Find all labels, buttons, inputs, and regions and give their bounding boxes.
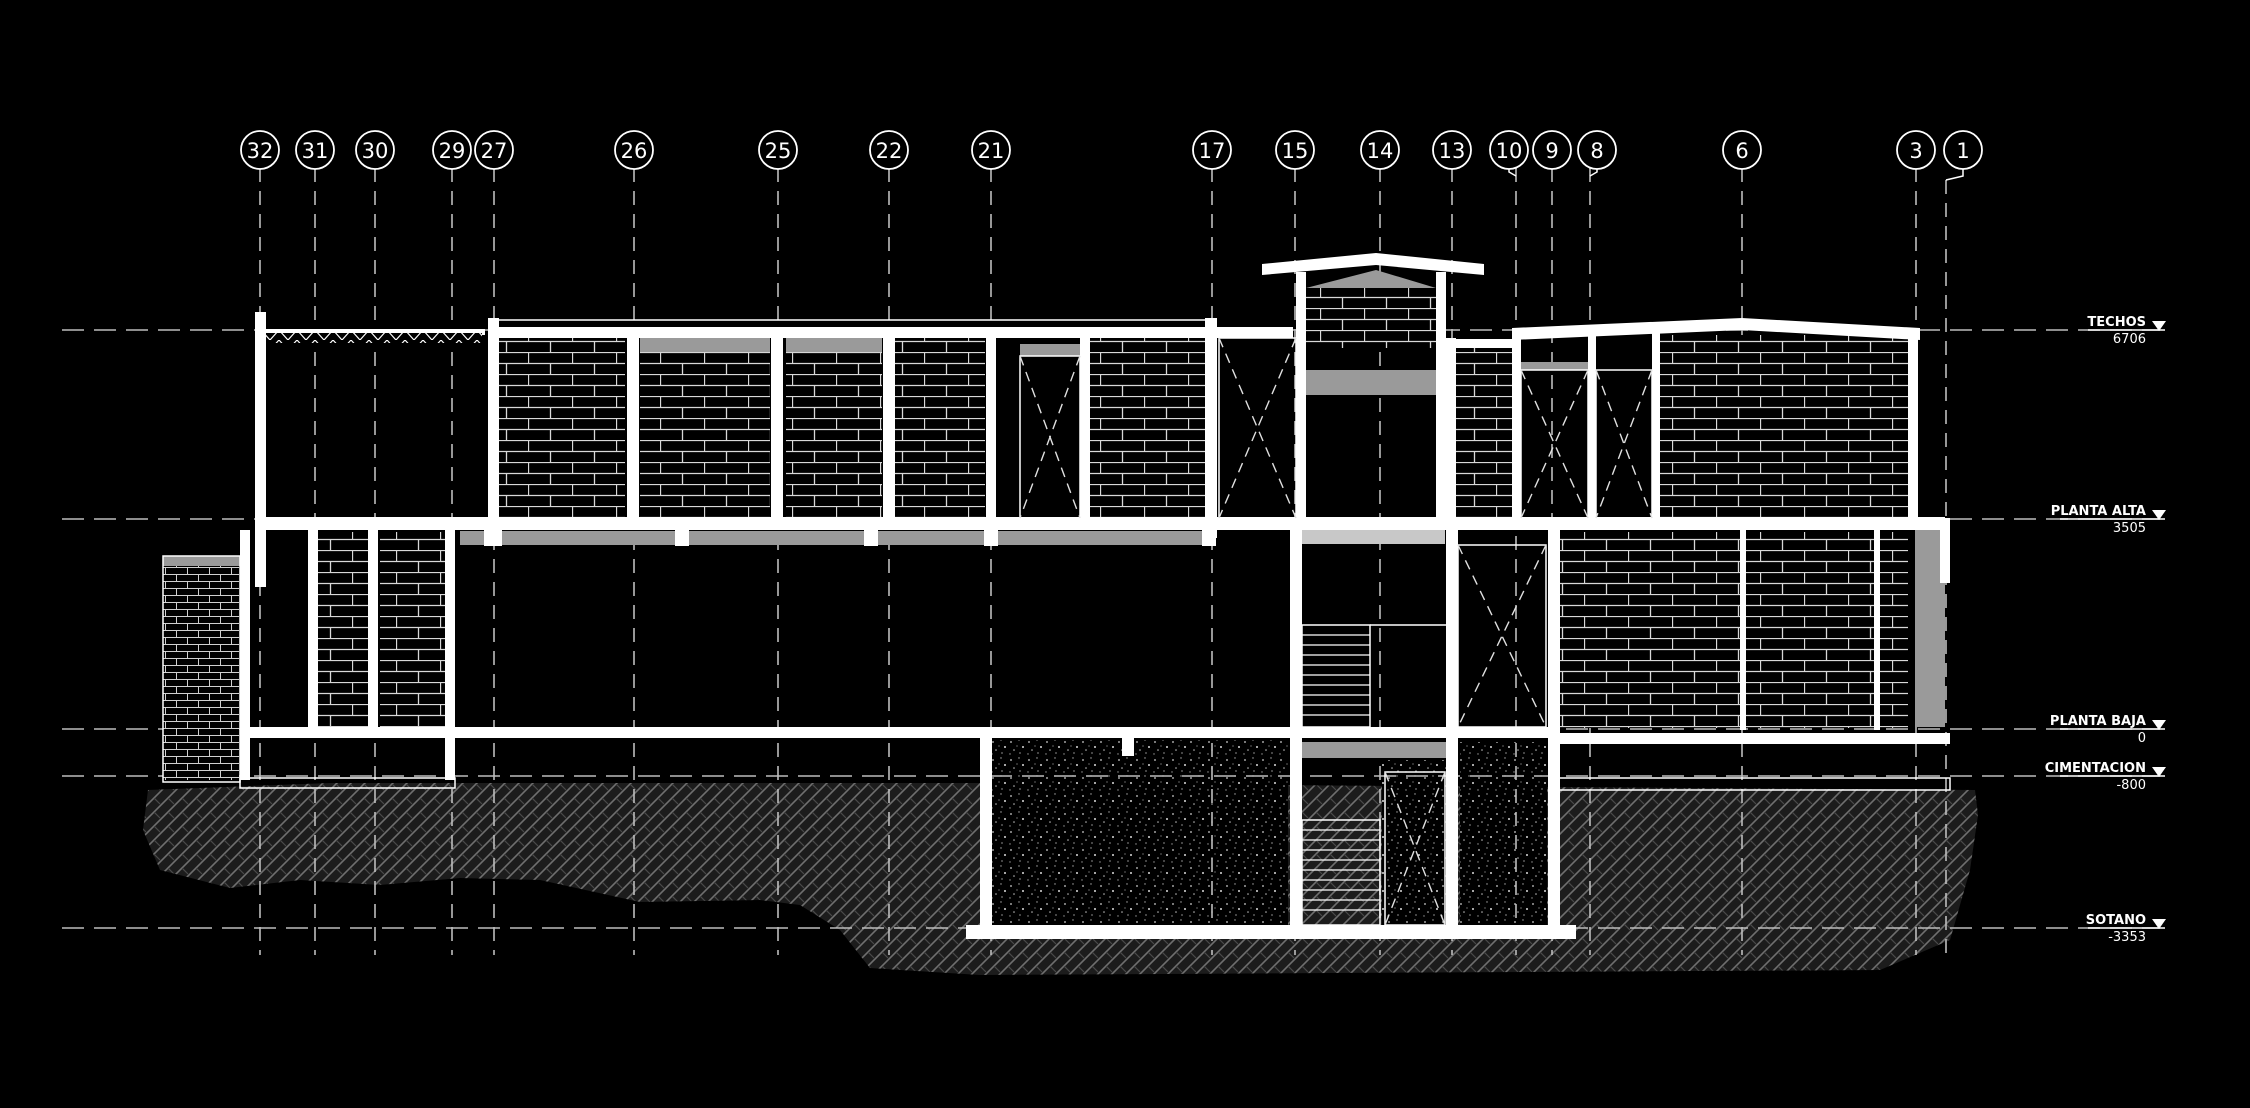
svg-text:-800: -800 [2116,778,2146,793]
svg-text:17: 17 [1199,139,1226,163]
axis-bubble[interactable]: 30 [355,130,395,170]
roof-truss [262,333,482,343]
axis-bubble[interactable]: 17 [1192,130,1232,170]
axis-bubble[interactable]: 31 [295,130,335,170]
axis-bubble[interactable]: 8 [1577,130,1617,170]
svg-text:13: 13 [1439,139,1466,163]
axis-bubble[interactable]: 13 [1432,130,1472,170]
axis-bubble[interactable]: 3 [1896,130,1936,170]
level-marker-techos: TECHOS 6706 [2087,315,2166,347]
grey-bands [460,338,1945,758]
svg-text:8: 8 [1590,139,1603,163]
svg-text:3505: 3505 [2113,521,2146,536]
svg-text:32: 32 [247,139,274,163]
svg-text:10: 10 [1496,139,1523,163]
svg-text:27: 27 [481,139,508,163]
svg-text:21: 21 [978,139,1005,163]
svg-text:15: 15 [1282,139,1309,163]
level-markers: TECHOS 6706 PLANTA ALTA 3505 PLANTA BAJA… [2045,315,2166,945]
window-openings [1019,337,1653,926]
axis-bubble[interactable]: 15 [1275,130,1315,170]
svg-text:-3353: -3353 [2108,930,2146,945]
svg-text:1: 1 [1956,139,1969,163]
svg-text:0: 0 [2138,731,2146,746]
svg-text:PLANTA ALTA: PLANTA ALTA [2051,504,2146,519]
svg-text:SOTANO: SOTANO [2086,913,2146,928]
axis-bubbles: 32 31 30 29 27 26 25 22 21 17 15 14 13 1… [240,130,1983,181]
svg-text:22: 22 [876,139,903,163]
level-marker-planta-alta: PLANTA ALTA 3505 [2051,504,2166,536]
axis-bubble[interactable]: 22 [869,130,909,170]
level-marker-sotano: SOTANO -3353 [2086,913,2166,945]
basement-concrete-right [1460,742,1547,925]
axis-bubble[interactable]: 1 [1943,130,1983,170]
svg-text:29: 29 [439,139,466,163]
axis-bubble[interactable]: 10 [1489,130,1529,170]
axis-bubble[interactable]: 6 [1722,130,1762,170]
svg-text:TECHOS: TECHOS [2087,315,2146,330]
svg-text:14: 14 [1367,139,1394,163]
axis-bubble[interactable]: 26 [614,130,654,170]
brick-walls [163,288,1910,780]
axis-bubble[interactable]: 32 [240,130,280,170]
level-marker-planta-baja: PLANTA BAJA 0 [2050,714,2166,746]
axis-bubble[interactable]: 14 [1360,130,1400,170]
axis-bubble[interactable]: 21 [971,130,1011,170]
level-marker-cimentacion: CIMENTACION -800 [2045,761,2166,793]
svg-text:3: 3 [1909,139,1922,163]
basement-concrete-stair [1382,760,1448,925]
axis-bubble[interactable]: 27 [474,130,514,170]
svg-text:26: 26 [621,139,648,163]
structure [162,253,1951,939]
svg-text:30: 30 [362,139,389,163]
svg-text:CIMENTACION: CIMENTACION [2045,761,2146,776]
svg-text:PLANTA BAJA: PLANTA BAJA [2050,714,2146,729]
axis-bubble[interactable]: 9 [1532,130,1572,170]
stairs [1301,624,1446,926]
basement-concrete-left [992,740,1288,925]
svg-text:6706: 6706 [2113,332,2146,347]
axis-bubble[interactable]: 25 [758,130,798,170]
svg-text:9: 9 [1545,139,1558,163]
axis-bubble[interactable]: 29 [432,130,472,170]
svg-text:25: 25 [765,139,792,163]
svg-text:6: 6 [1735,139,1748,163]
svg-text:31: 31 [302,139,329,163]
